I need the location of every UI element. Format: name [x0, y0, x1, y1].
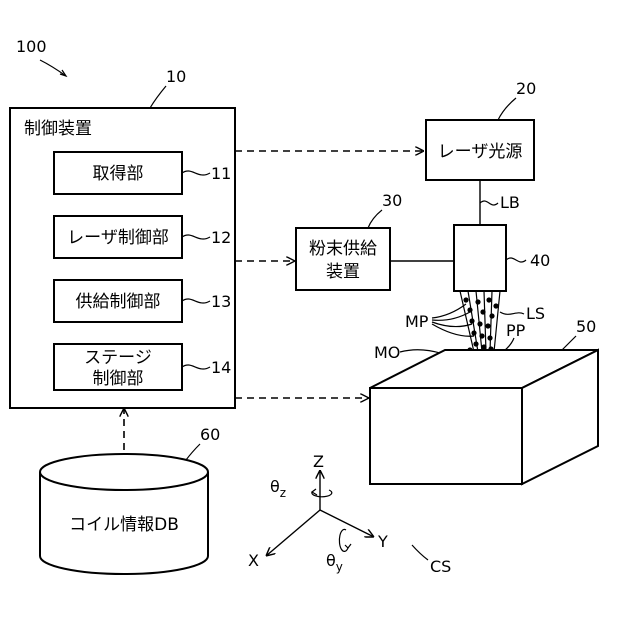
stage-control-unit-label-line2: 制御部 — [93, 369, 144, 389]
laser-source: レーザ光源 20 — [426, 79, 536, 180]
processing-head-leader — [506, 258, 526, 262]
stage-ref-leader — [562, 336, 576, 350]
powder-supply-ref: 30 — [382, 191, 402, 210]
controller-title: 制御装置 — [24, 119, 92, 139]
theta-y-label: θy — [326, 551, 343, 574]
controller-ref-leader — [150, 86, 166, 108]
stage-control-unit-ref: 14 — [211, 358, 231, 377]
laser-control-unit-ref: 12 — [211, 228, 231, 247]
acquisition-unit-ref: 11 — [211, 164, 231, 183]
processing-head: 40 — [454, 225, 550, 291]
laser-spot-label: LS — [526, 304, 545, 323]
acquisition-unit-label: 取得部 — [93, 164, 144, 184]
database-ref: 60 — [200, 425, 220, 444]
laser-source-ref: 20 — [516, 79, 536, 98]
powder-supply-label-line1: 粉末供給 — [309, 239, 377, 259]
laser-control-unit-label: レーザ制御部 — [67, 228, 169, 248]
x-axis — [266, 510, 320, 556]
laser-source-label: レーザ光源 — [438, 142, 523, 162]
supply-control-unit-ref: 13 — [211, 292, 231, 311]
cs-ref: CS — [430, 557, 451, 576]
stage-ref: 50 — [576, 317, 596, 336]
molded-object-label: MO — [374, 343, 400, 362]
metal-powder-label: MP — [405, 312, 429, 331]
powder-supply-ref-leader — [368, 210, 382, 228]
svg-text:100: 100 — [16, 37, 47, 56]
coil-info-database: コイル情報DB 60 — [40, 425, 220, 574]
stage: 50 — [370, 317, 598, 484]
processing-head-ref: 40 — [530, 251, 550, 270]
database-label: コイル情報DB — [69, 515, 179, 535]
stage-control-unit-label-line1: ステージ — [84, 348, 152, 368]
y-axis — [320, 510, 374, 537]
powder-supply-label-line2: 装置 — [326, 262, 360, 282]
theta-z-label: θz — [270, 477, 286, 500]
melt-pool-label: PP — [506, 321, 526, 340]
laser-beam-leader — [480, 201, 498, 205]
powder-supply: 粉末供給 装置 30 — [296, 191, 402, 290]
laser-source-ref-leader — [498, 98, 516, 120]
z-axis-label: Z — [313, 452, 324, 471]
laser-spot-leader — [500, 312, 524, 314]
supply-control-unit-label: 供給制御部 — [76, 292, 161, 312]
system-ref-leader — [40, 60, 66, 76]
controller-ref: 10 — [166, 67, 186, 86]
x-axis-label: X — [248, 551, 259, 570]
processing-head-box — [454, 225, 506, 291]
controller: 制御装置 10 取得部 11 レーザ制御部 12 供給制御部 13 ステージ 制… — [10, 67, 235, 408]
y-axis-label: Y — [377, 532, 388, 551]
laser-beam-label: LB — [500, 193, 520, 212]
theta-y-rotation-arrow — [339, 529, 348, 551]
system-ref: 100 — [16, 37, 66, 76]
cs-ref-leader — [412, 545, 428, 560]
database-ref-leader — [186, 444, 200, 460]
